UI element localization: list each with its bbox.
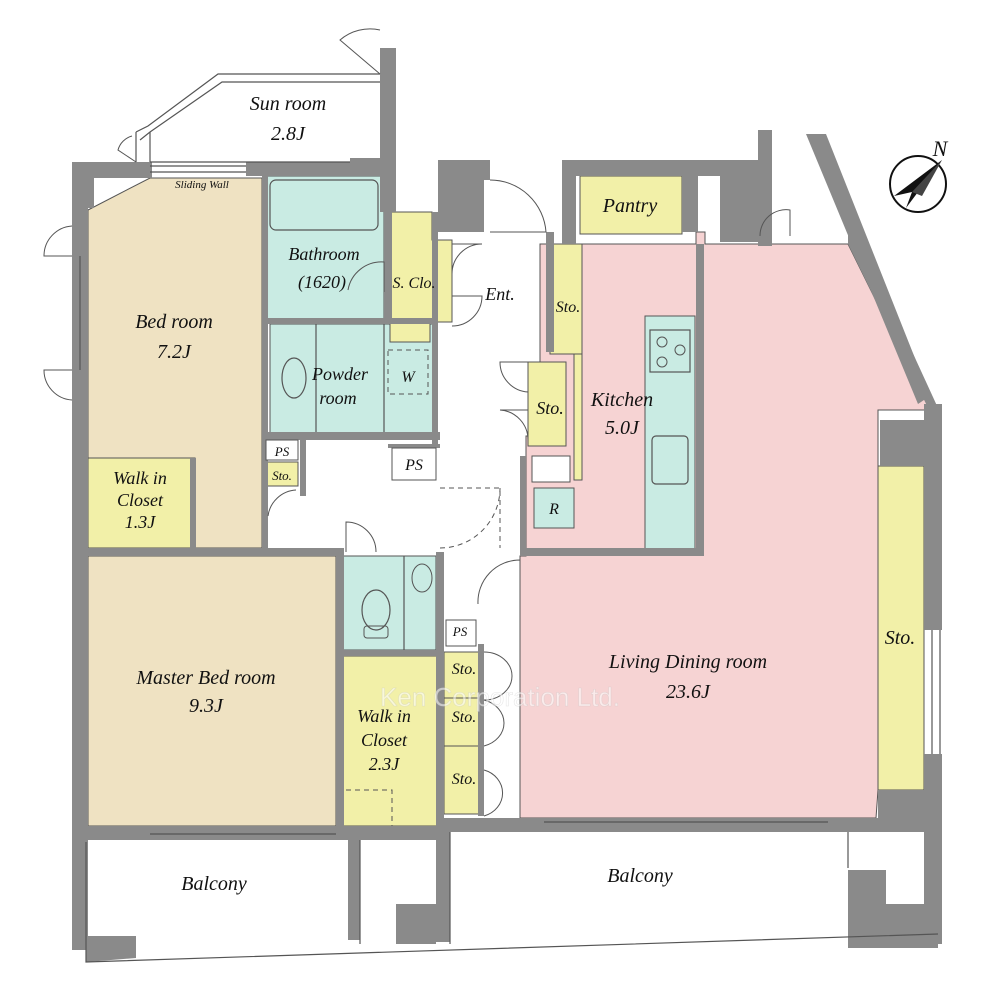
balcony-left-label: Balcony	[181, 873, 247, 895]
powder-room-label-2: room	[319, 388, 356, 408]
toilet-sink	[411, 563, 433, 593]
kitchen-label: Kitchen	[590, 389, 653, 411]
sto-kitchen-strip	[573, 353, 583, 481]
ps-box-1	[265, 439, 299, 461]
sto-right-label: Sto.	[885, 627, 916, 649]
walk-in-closet-2-line2: Closet	[361, 730, 408, 750]
walk-in-closet-1-line2: Closet	[117, 490, 164, 510]
ps-2-label: PS	[404, 457, 423, 474]
r-outline	[533, 487, 575, 529]
walls	[72, 48, 942, 962]
sto-kitchen-top-label: Sto.	[556, 299, 580, 316]
ps-3-label: PS	[452, 624, 468, 639]
sto-c3-label: Sto.	[452, 771, 476, 788]
sto-c3-area	[443, 745, 483, 815]
toilet	[361, 589, 391, 631]
bathtub	[269, 179, 379, 231]
north-compass: N	[889, 136, 949, 213]
fridge-nook	[531, 455, 571, 483]
walk-in-closet-2-size: 2.3J	[369, 754, 401, 774]
walk-in-closet-1-area	[87, 457, 196, 549]
walk-in-closet-1-line1: Walk in	[113, 468, 167, 488]
kitchen-counter	[644, 315, 696, 553]
washer-space	[387, 349, 429, 395]
r-label: R	[548, 501, 559, 518]
walk-in-closet-2-line1: Walk in	[357, 706, 411, 726]
ps-box-3	[445, 619, 477, 647]
sliding-wall-label: Sliding Wall	[175, 179, 229, 191]
doors	[43, 28, 791, 826]
master-bed-room-area	[87, 555, 337, 827]
bathroom-size: (1620)	[298, 272, 346, 293]
ps-box-2	[391, 447, 437, 481]
compass-north-label: N	[932, 136, 949, 161]
sto-kitchen-mid-area	[527, 361, 567, 447]
sto-c1-label: Sto.	[452, 661, 476, 678]
sun-room-size: 2.8J	[271, 123, 306, 145]
master-bed-room-size: 9.3J	[189, 695, 224, 717]
balcony-outline	[85, 832, 939, 963]
bed-room-label: Bed room	[135, 311, 213, 333]
sto-small-label: Sto.	[272, 468, 292, 483]
master-bed-room-label: Master Bed room	[135, 667, 275, 689]
compass-arrow-icon	[894, 160, 942, 208]
sto-c1-area	[443, 651, 483, 699]
living-dining-label: Living Dining room	[608, 651, 767, 673]
ps-1-label: PS	[274, 444, 290, 459]
powder-room-label-1: Powder	[311, 364, 369, 384]
bathroom-area	[265, 175, 385, 321]
powder-sink	[281, 357, 307, 399]
sun-room-outline	[135, 73, 380, 163]
watermark: Ken Corporation Ltd.	[380, 682, 620, 712]
sto-c2-label: Sto.	[452, 709, 476, 726]
s-clo-label: S. Clo.	[392, 275, 435, 292]
sto-kitchen-mid-label: Sto.	[536, 398, 564, 418]
sto-small-area	[265, 461, 299, 487]
kitchen-sink	[651, 435, 689, 485]
walk-in-closet-1-size: 1.3J	[125, 512, 157, 532]
cooktop	[649, 329, 691, 373]
sun-room-label: Sun room	[250, 93, 326, 115]
windows	[79, 165, 941, 835]
balcony-right-label: Balcony	[607, 865, 673, 887]
kitchen-size: 5.0J	[605, 417, 640, 439]
bed-room-size: 7.2J	[157, 341, 192, 363]
bathroom-label: Bathroom	[288, 244, 359, 264]
w-label: W	[401, 369, 416, 386]
living-dining-size: 23.6J	[666, 681, 711, 703]
ent-label: Ent.	[484, 284, 515, 304]
pantry-label: Pantry	[602, 195, 658, 217]
